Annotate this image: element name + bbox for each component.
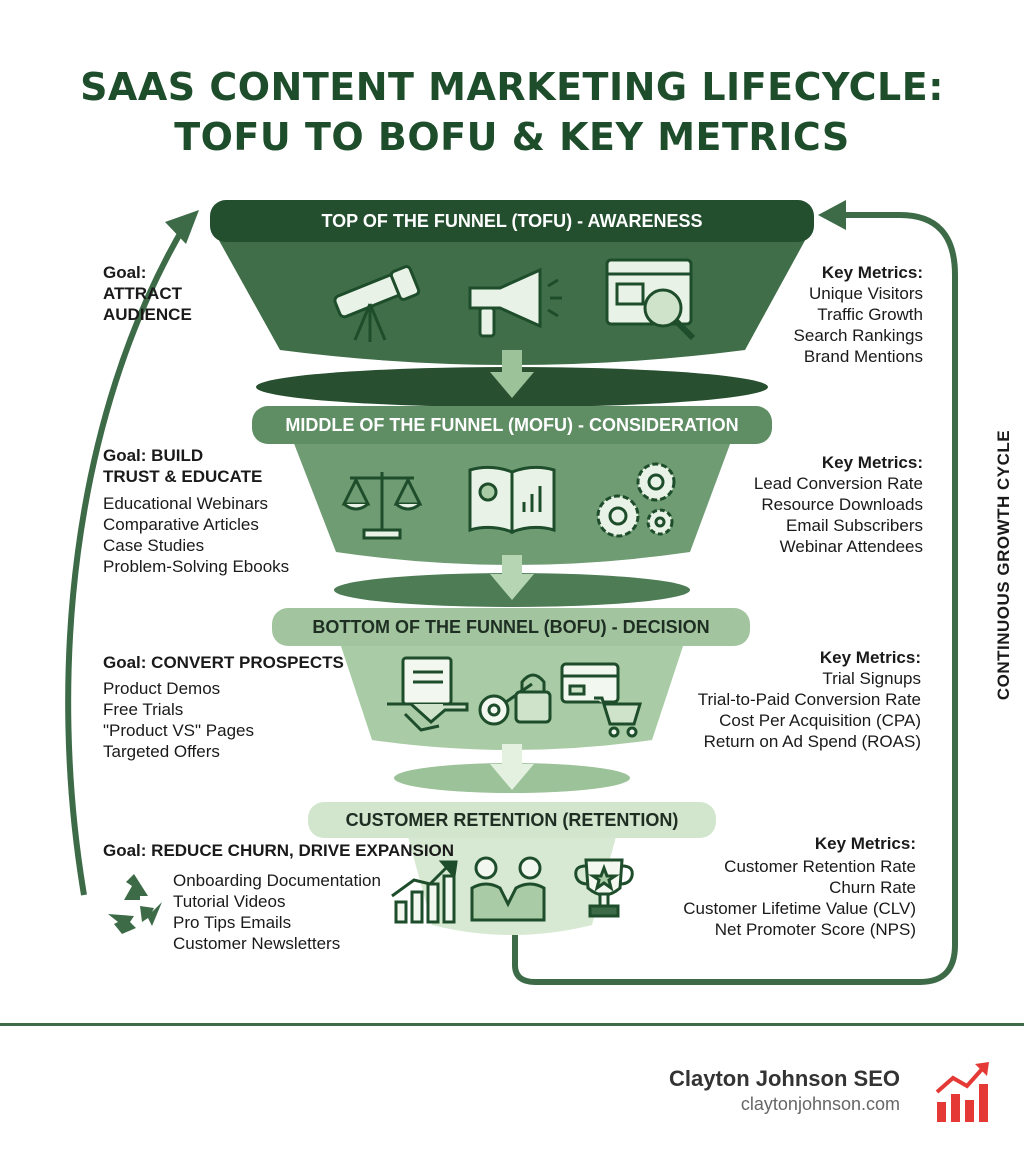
left-cycle-arrowhead — [165, 210, 199, 244]
footer-divider — [0, 1023, 1024, 1026]
content-item: Tutorial Videos — [173, 892, 286, 911]
page-title: SAAS CONTENT MARKETING LIFECYCLE: TOFU T… — [0, 62, 1024, 162]
handshake-contract-icon — [387, 656, 469, 732]
metric-item: Lead Conversion Rate — [753, 474, 923, 493]
browser-search-icon — [605, 258, 696, 341]
brand-name: Clayton Johnson SEO — [668, 1066, 900, 1091]
content-item: Educational Webinars — [103, 494, 269, 513]
mofu-metrics: Key Metrics: Lead Conversion Rate Resour… — [754, 452, 923, 557]
metric-item: Trial Signups — [822, 669, 921, 688]
bofu-label: BOTTOM OF THE FUNNEL (BOFU) - DECISION — [312, 617, 710, 637]
metric-item: Churn Rate — [829, 878, 916, 897]
metric-item: Email Subscribers — [786, 516, 923, 535]
cycle-arrowhead — [818, 200, 846, 230]
content-item: Comparative Articles — [103, 515, 259, 534]
mofu-goal-line: Goal: BUILD — [103, 446, 204, 465]
metrics-heading: Key Metrics: — [821, 263, 923, 282]
metric-item: Return on Ad Spend (ROAS) — [703, 732, 921, 751]
mofu-label: MIDDLE OF THE FUNNEL (MOFU) - CONSIDERAT… — [285, 415, 739, 435]
content-item: Free Trials — [103, 700, 184, 719]
down-arrow-2 — [490, 555, 534, 600]
content-item: Targeted Offers — [103, 742, 220, 761]
brand-block: Clayton Johnson SEO claytonjohnson.com — [669, 1066, 900, 1115]
metric-item: Brand Mentions — [803, 347, 923, 366]
metrics-heading: Key Metrics: — [819, 648, 921, 667]
metric-item: Unique Visitors — [808, 284, 923, 303]
brand-logo-chart-icon — [935, 1062, 989, 1122]
gears-icon — [596, 462, 676, 538]
retention-metrics: Key Metrics: Customer Retention Rate Chu… — [683, 833, 916, 940]
cycle-label: CONTINUOUS GROWTH CYCLE — [994, 429, 1013, 701]
cycle-arrow-path — [512, 212, 958, 985]
key-lock-icon — [478, 673, 552, 726]
down-arrow-3 — [490, 744, 534, 790]
retention-funnel-body — [404, 822, 620, 935]
card-cart-icon — [560, 662, 643, 738]
bofu-label-bar — [272, 608, 750, 646]
content-item: Product Demos — [103, 679, 221, 698]
metric-item: Trial-to-Paid Conversion Rate — [697, 690, 921, 709]
left-cycle-arrow — [65, 223, 188, 896]
metric-item: Webinar Attendees — [779, 537, 923, 556]
telescope-icon — [333, 265, 421, 342]
bofu-goal: Goal: CONVERT PROSPECTS Product Demos Fr… — [103, 652, 344, 762]
content-item: Onboarding Documentation — [173, 871, 381, 890]
title-line-2: TOFU TO BOFU & KEY METRICS — [174, 115, 850, 159]
retention-goal: Goal: REDUCE CHURN, DRIVE EXPANSION — [103, 840, 454, 861]
content-item: Pro Tips Emails — [173, 913, 292, 932]
content-item: Customer Newsletters — [173, 934, 341, 953]
bofu-goal-line: Goal: CONVERT PROSPECTS — [103, 653, 344, 672]
bofu-metrics: Key Metrics: Trial Signups Trial-to-Paid… — [698, 647, 921, 752]
mofu-goal: Goal: BUILD TRUST & EDUCATE Educational … — [103, 445, 289, 577]
trophy-icon — [574, 858, 634, 918]
metric-item: Net Promoter Score (NPS) — [714, 920, 916, 939]
tofu-goal: Goal: ATTRACT AUDIENCE — [103, 262, 192, 325]
metric-item: Cost Per Acquisition (CPA) — [719, 711, 921, 730]
metric-item: Customer Lifetime Value (CLV) — [683, 899, 916, 918]
retention-items: Onboarding Documentation Tutorial Videos… — [173, 870, 381, 954]
metric-item: Customer Retention Rate — [724, 857, 916, 876]
tofu-goal-line: Goal: — [103, 263, 147, 282]
metric-item: Resource Downloads — [761, 495, 923, 514]
brand-url[interactable]: claytonjohnson.com — [740, 1094, 900, 1114]
tofu-label-bar — [210, 200, 814, 242]
tofu-metrics: Key Metrics: Unique Visitors Traffic Gro… — [794, 262, 923, 367]
tofu-goal-line: ATTRACT — [103, 284, 182, 303]
content-item: "Product VS" Pages — [103, 721, 254, 740]
open-book-icon — [468, 465, 556, 535]
people-handshake-icon — [470, 856, 546, 922]
retention-label-bar — [308, 802, 716, 838]
mofu-label-bar — [252, 406, 772, 444]
megaphone-icon — [468, 267, 562, 338]
retention-goal-line: Goal: REDUCE CHURN, DRIVE EXPANSION — [103, 841, 455, 860]
mofu-goal-line: TRUST & EDUCATE — [103, 467, 263, 486]
metric-item: Search Rankings — [793, 326, 923, 345]
growth-chart-icon — [391, 860, 458, 924]
metrics-heading: Key Metrics: — [821, 453, 923, 472]
retention-label: CUSTOMER RETENTION (RETENTION) — [345, 810, 679, 830]
title-line-1: SAAS CONTENT MARKETING LIFECYCLE: — [80, 65, 944, 109]
down-arrow-1 — [490, 350, 534, 398]
metrics-heading: Key Metrics: — [814, 834, 916, 853]
recycle-icon — [108, 874, 162, 934]
metric-item: Traffic Growth — [817, 305, 923, 324]
scales-icon — [341, 472, 423, 540]
content-item: Problem-Solving Ebooks — [103, 557, 290, 576]
tofu-goal-line: AUDIENCE — [103, 305, 192, 324]
content-item: Case Studies — [103, 536, 205, 555]
tofu-label: TOP OF THE FUNNEL (TOFU) - AWARENESS — [321, 211, 703, 231]
